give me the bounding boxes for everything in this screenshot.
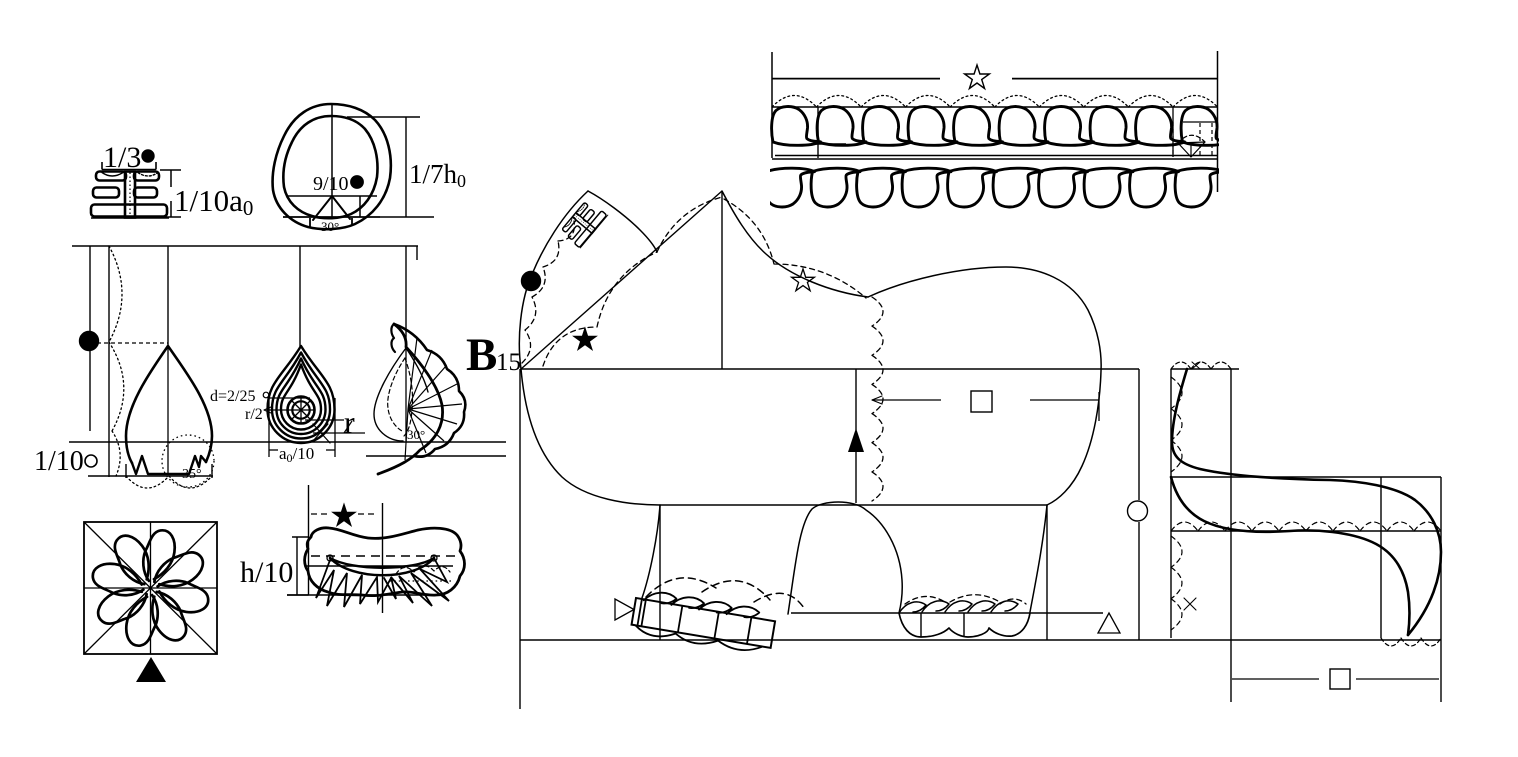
svg-text:1/7h0: 1/7h0 (409, 159, 466, 191)
svg-text:35°: 35° (182, 467, 202, 482)
svg-text:30°: 30° (321, 219, 339, 234)
svg-text:15: 15 (496, 349, 521, 376)
svg-text:9/10: 9/10 (313, 173, 349, 195)
svg-text:r/2: r/2 (245, 406, 263, 423)
svg-text:30°: 30° (407, 427, 425, 442)
svg-text:a0/10: a0/10 (279, 444, 314, 465)
svg-text:h/10: h/10 (240, 556, 293, 589)
svg-text:1/10a0: 1/10a0 (174, 183, 253, 220)
svg-text:r: r (344, 404, 355, 440)
svg-text:B: B (466, 329, 497, 381)
svg-text:d=2/25: d=2/25 (210, 388, 255, 405)
svg-text:1/3: 1/3 (103, 141, 141, 174)
svg-text:1/10: 1/10 (34, 446, 84, 477)
